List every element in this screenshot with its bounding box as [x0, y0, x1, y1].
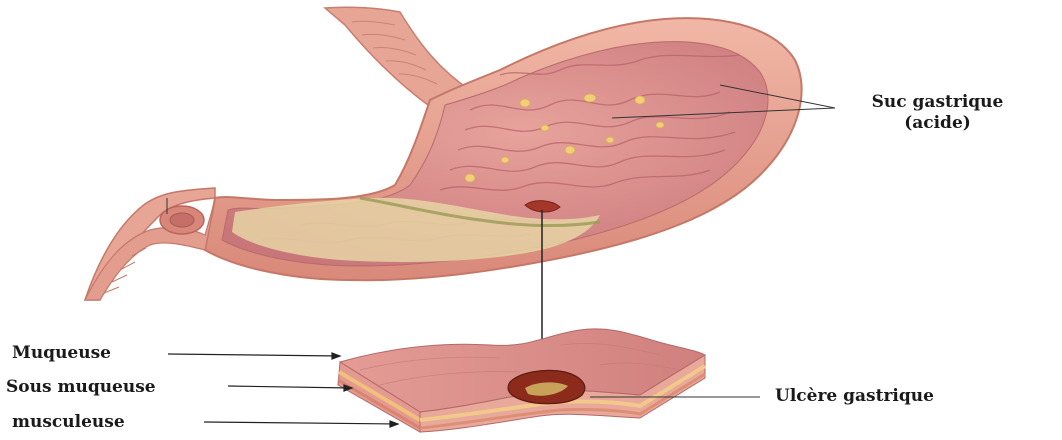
label-suc-gastrique-line2: (acide)	[840, 113, 1035, 134]
pylorus-opening	[170, 213, 194, 227]
label-sous-muqueuse: Sous muqueuse	[6, 377, 156, 398]
label-musculeuse: musculeuse	[12, 412, 125, 433]
tissue-block	[338, 329, 705, 432]
label-muqueuse: Muqueuse	[12, 343, 111, 364]
label-suc-gastrique: Suc gastrique (acide)	[840, 92, 1035, 134]
label-ulcere-gastrique: Ulcère gastrique	[775, 386, 934, 407]
label-suc-gastrique-line1: Suc gastrique	[840, 92, 1035, 113]
